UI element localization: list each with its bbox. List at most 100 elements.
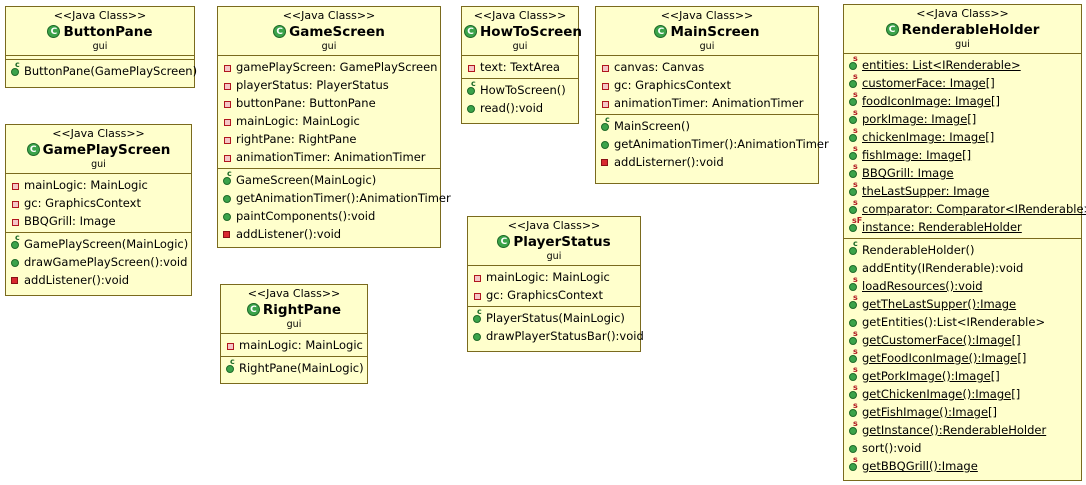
attribute-text: instance: RenderableHolder: [862, 220, 1022, 234]
public-method-icon: [848, 317, 859, 328]
method-text: getAnimationTimer():AnimationTimer: [614, 137, 829, 151]
private-field-icon: [600, 98, 611, 109]
attribute-text: animationTimer: AnimationTimer: [614, 96, 804, 110]
attribute-text: animationTimer: AnimationTimer: [236, 150, 426, 164]
constructor-icon: c: [466, 79, 477, 96]
public-method-icon: [600, 139, 611, 150]
attribute-text: mainLogic: MainLogic: [486, 270, 610, 284]
private-field-icon: [600, 62, 611, 73]
static-member-icon: s: [848, 419, 859, 436]
method-row: drawGamePlayScreen():void: [6, 253, 191, 271]
constructor-icon: c: [10, 60, 21, 77]
private-method-icon: [600, 157, 611, 168]
attribute-text: porkImage: Image[]: [862, 112, 977, 126]
method-text: GameScreen(MainLogic): [236, 173, 377, 187]
static-member-icon: s: [848, 72, 859, 89]
static-member-icon: s: [848, 455, 859, 472]
public-method-icon: [472, 331, 483, 342]
method-text: getBBQGrill():Image: [862, 459, 978, 473]
class-icon: C: [273, 24, 287, 38]
method-row: drawPlayerStatusBar():void: [468, 327, 644, 345]
stereotype-label: <<Java Class>>: [282, 9, 376, 22]
private-field-icon: [222, 80, 233, 91]
static-member-icon: s: [848, 108, 859, 125]
private-field-icon: [222, 152, 233, 163]
private-field-icon: [10, 180, 21, 191]
method-row: addEntity(IRenderable):void: [844, 259, 1081, 277]
method-text: HowToScreen(): [480, 83, 566, 97]
class-name: GamePlayScreen: [42, 142, 171, 158]
package-label: gui: [512, 41, 528, 52]
private-field-icon: [10, 198, 21, 209]
package-label: gui: [955, 39, 970, 50]
method-row: read():void: [462, 99, 578, 117]
attributes-section: mainLogic: MainLogic gc: GraphicsContext: [468, 265, 640, 306]
private-method-icon: [222, 229, 233, 240]
method-text: sort():void: [862, 441, 922, 455]
method-row: addListerner():void: [596, 153, 818, 171]
attribute-row: playerStatus: PlayerStatus: [218, 76, 440, 94]
attribute-text: customerFace: Image[]: [862, 76, 995, 90]
attribute-text: theLastSupper: Image: [862, 184, 990, 198]
attribute-text: gc: GraphicsContext: [486, 288, 603, 302]
method-row: addListener():void: [6, 271, 191, 289]
class-name: ButtonPane: [63, 24, 153, 40]
method-text: getInstance():RenderableHolder: [862, 423, 1047, 437]
method-text: getTheLastSupper():Image: [862, 297, 1017, 311]
method-text: addListener():void: [24, 273, 130, 287]
package-label: gui: [699, 41, 715, 52]
method-row: paintComponents():void: [218, 207, 440, 225]
stereotype-label: <<Java Class>>: [52, 127, 145, 140]
constructor-icon: c: [225, 357, 236, 374]
class-name: HowToScreen: [480, 24, 583, 40]
method-text: loadResources():void: [862, 279, 983, 293]
private-field-icon: [10, 216, 21, 227]
method-text: RightPane(MainLogic): [239, 361, 364, 375]
private-field-icon: [472, 290, 483, 301]
method-text: getCustomerFace():Image[]: [862, 333, 1021, 347]
class-icon: C: [246, 302, 260, 316]
private-field-icon: [222, 116, 233, 127]
class-icon: C: [464, 24, 477, 38]
attribute-row: animationTimer: AnimationTimer: [596, 94, 818, 112]
method-row: getAnimationTimer():AnimationTimer: [218, 189, 451, 207]
attribute-text: rightPane: RightPane: [236, 132, 357, 146]
static-member-icon: s: [848, 144, 859, 161]
attribute-row: gc: GraphicsContext: [596, 76, 818, 94]
method-row: sort():void: [844, 439, 1081, 457]
private-field-icon: [472, 272, 483, 283]
attribute-text: playerStatus: PlayerStatus: [236, 78, 389, 92]
package-label: gui: [92, 41, 108, 52]
method-text: getPorkImage():Image[]: [862, 369, 1000, 383]
method-text: getAnimationTimer():AnimationTimer: [236, 191, 451, 205]
static-member-icon: sF: [848, 216, 862, 233]
public-method-icon: [466, 103, 477, 114]
attribute-row: mainLogic: MainLogic: [221, 336, 367, 354]
